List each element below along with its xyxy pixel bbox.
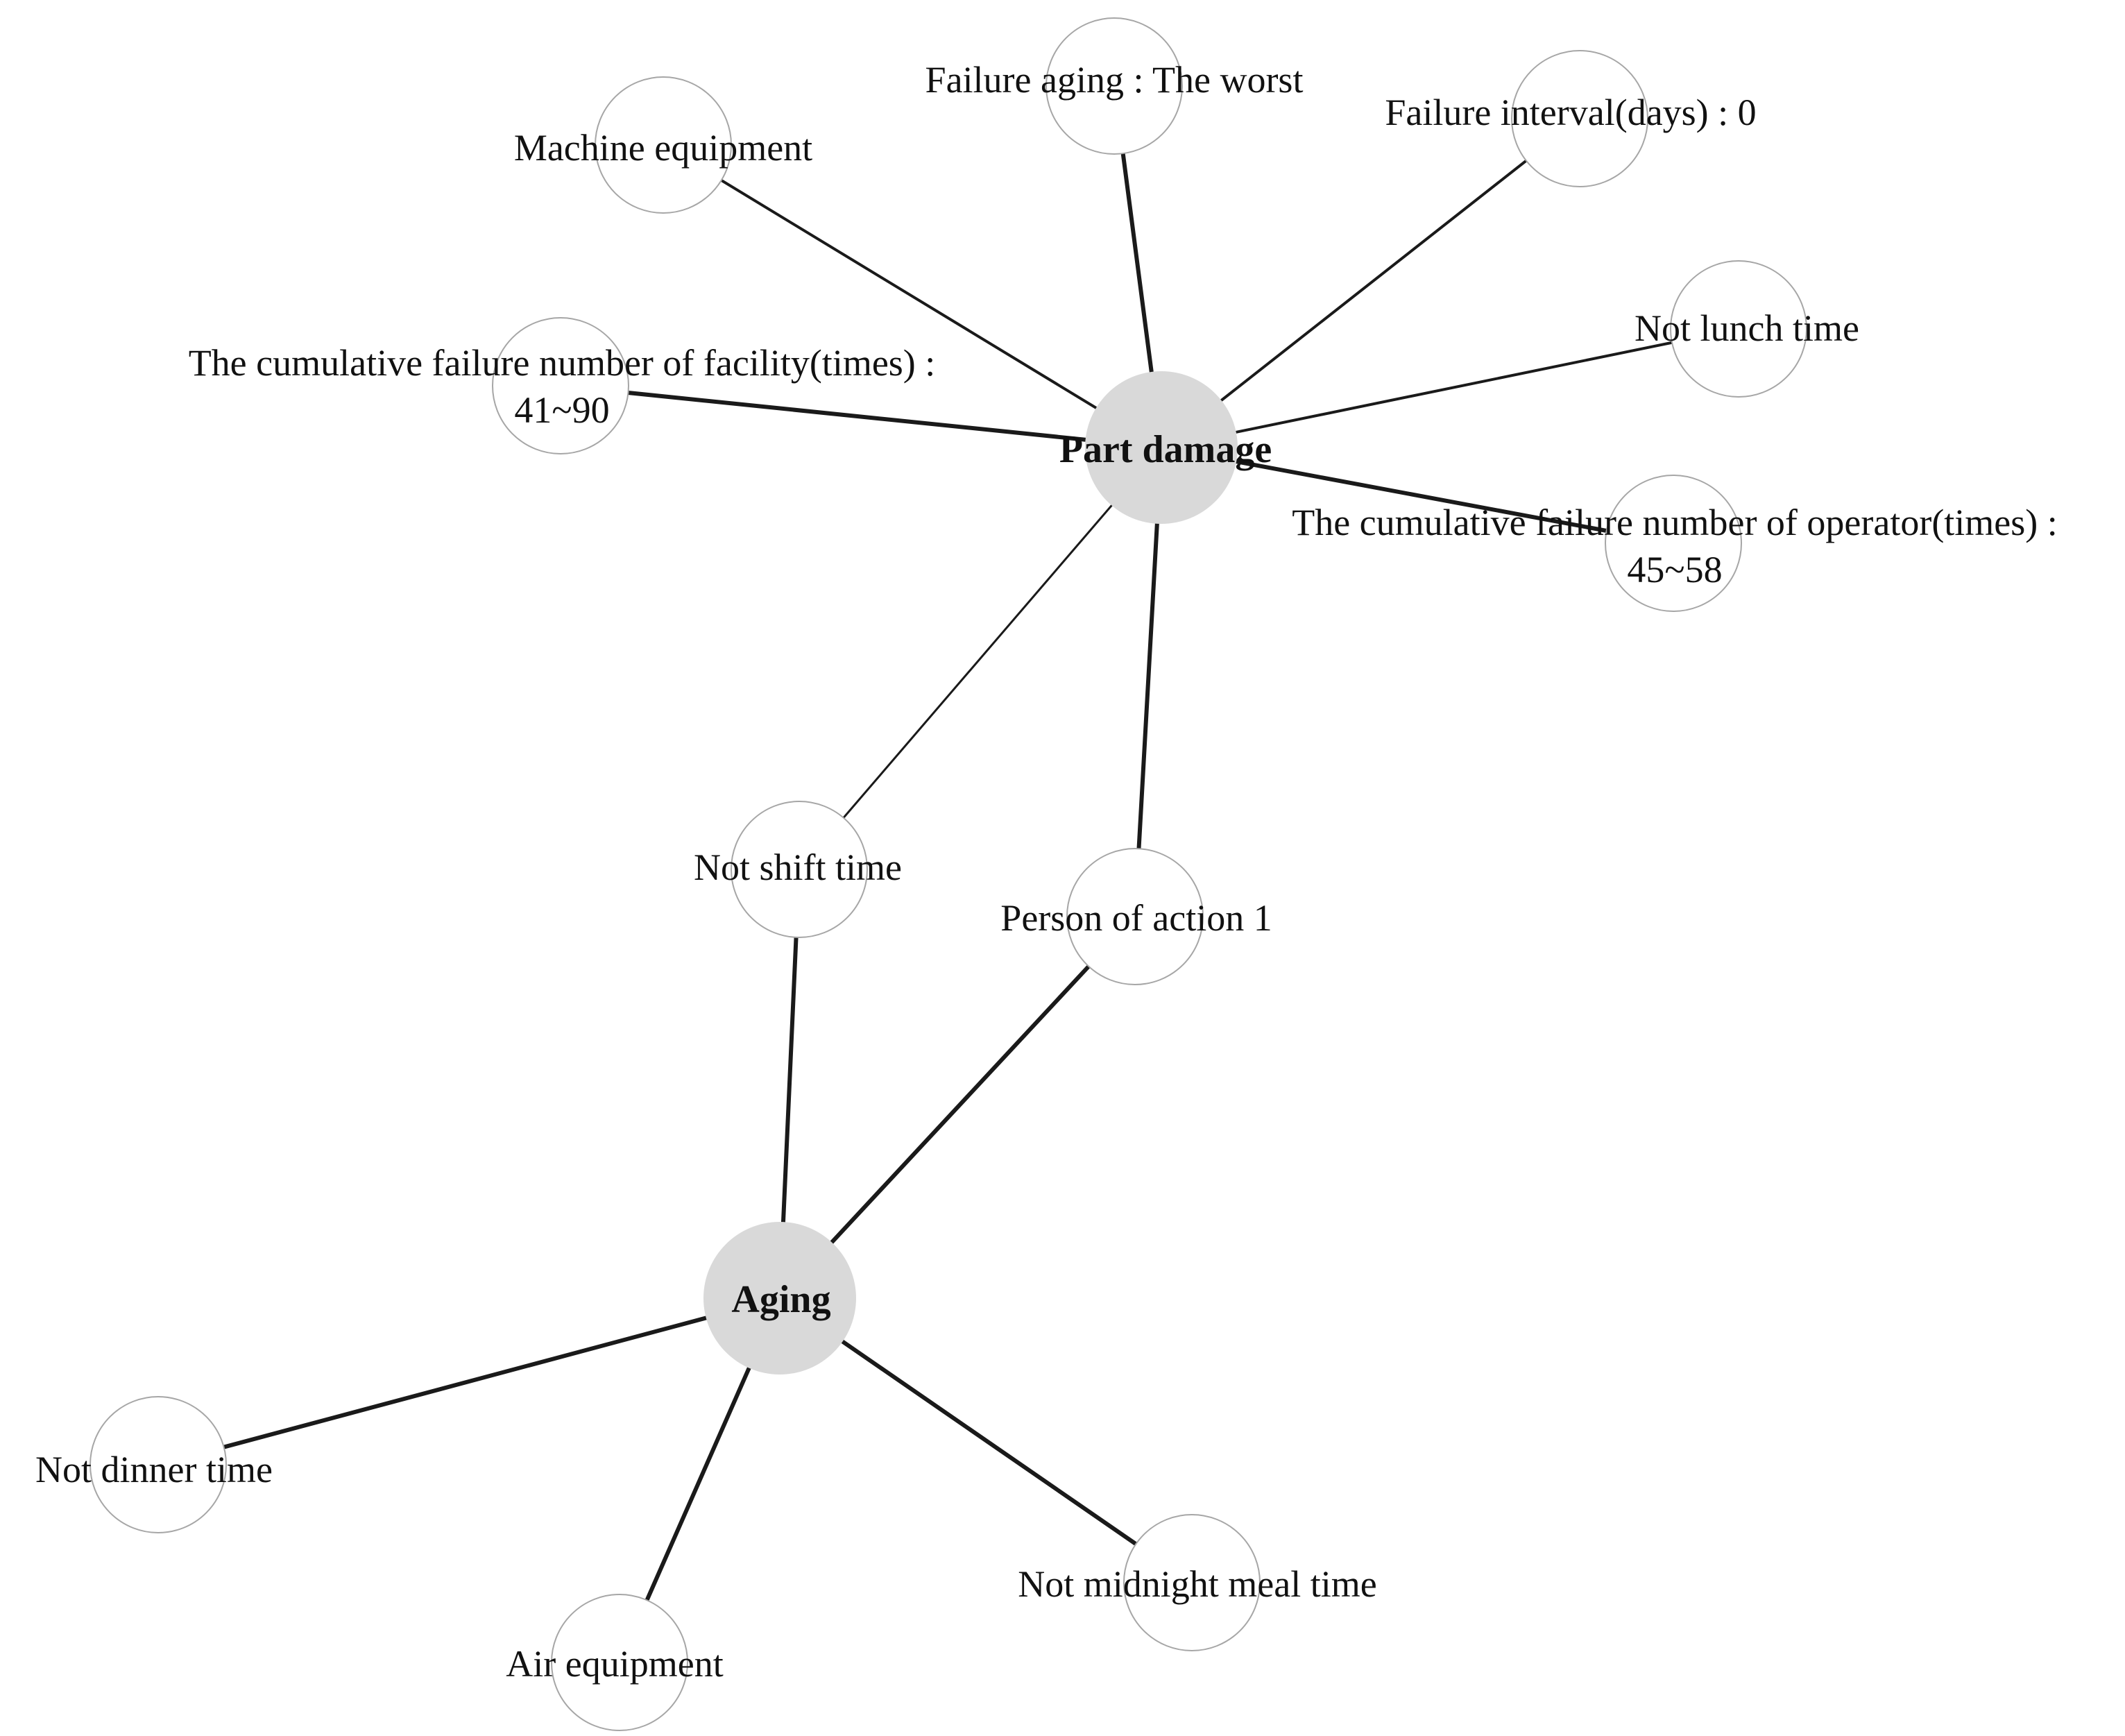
edge-aging-to-not-midnight-meal-time [778, 1296, 1194, 1585]
edge-part-damage-to-not-lunch-time [1160, 327, 1740, 449]
node-cumulative-operator[interactable] [1605, 475, 1742, 612]
hub-label-part-damage: Part damage [1059, 428, 1272, 471]
node-label-line: 41~90 [514, 389, 609, 431]
node-failure-aging[interactable] [1046, 17, 1183, 155]
hub-node-aging[interactable] [703, 1222, 856, 1375]
edge-part-damage-to-cumulative-facility [558, 384, 1163, 450]
node-failure-interval[interactable] [1511, 50, 1648, 187]
node-label-line: 45~58 [1627, 549, 1722, 590]
node-label-line: The cumulative failure number of facilit… [189, 342, 936, 384]
node-label-failure-aging: Failure aging : The worst [925, 59, 1304, 101]
node-label-line: Person of action 1 [1000, 897, 1272, 939]
node-label-machine-equipment: Machine equipment [514, 127, 812, 169]
node-label-line: Not dinner time [35, 1449, 273, 1490]
node-not-dinner-time[interactable] [89, 1396, 227, 1533]
node-label-line: Failure aging : The worst [925, 59, 1304, 101]
node-person-of-action[interactable] [1066, 848, 1204, 985]
hub-label-aging: Aging [731, 1278, 830, 1321]
node-label-not-midnight-meal-time: Not midnight meal time [1018, 1563, 1376, 1605]
node-label-line: Machine equipment [514, 127, 812, 169]
edges-layer [156, 84, 1740, 1665]
edge-part-damage-to-machine-equipment [662, 144, 1163, 449]
edge-aging-to-not-dinner-time [156, 1296, 782, 1467]
node-label-line: Air equipment [506, 1643, 723, 1685]
node-air-equipment[interactable] [551, 1594, 688, 1731]
node-label-line: Not midnight meal time [1018, 1563, 1376, 1605]
hub-node-part-damage[interactable] [1085, 371, 1238, 524]
node-label-not-dinner-time: Not dinner time [35, 1449, 273, 1490]
edge-part-damage-to-person-of-action [1133, 445, 1163, 919]
edge-part-damage-to-not-shift-time [798, 446, 1163, 871]
edge-part-damage-to-cumulative-operator [1159, 445, 1675, 545]
node-label-failure-interval: Failure interval(days) : 0 [1385, 92, 1756, 133]
node-cumulative-facility[interactable] [492, 317, 629, 454]
edge-part-damage-to-failure-interval [1160, 117, 1581, 449]
node-label-line: Not shift time [694, 846, 902, 888]
node-machine-equipment[interactable] [595, 76, 732, 214]
node-not-shift-time[interactable] [731, 801, 868, 938]
node-label-not-shift-time: Not shift time [694, 846, 902, 888]
node-label-line: Failure interval(days) : 0 [1385, 92, 1756, 133]
node-label-not-lunch-time: Not lunch time [1635, 307, 1859, 349]
node-label-line: Not lunch time [1635, 307, 1859, 349]
node-label-air-equipment: Air equipment [506, 1643, 723, 1685]
node-label-cumulative-facility: The cumulative failure number of facilit… [189, 342, 936, 431]
node-not-lunch-time[interactable] [1670, 260, 1807, 398]
node-not-midnight-meal-time[interactable] [1123, 1514, 1261, 1651]
node-label-cumulative-operator: The cumulative failure number of operato… [1292, 502, 2058, 590]
edge-aging-to-person-of-action [778, 914, 1137, 1300]
nodes-layer [89, 17, 1807, 1731]
node-label-person-of-action: Person of action 1 [1000, 897, 1272, 939]
node-label-line: The cumulative failure number of operato… [1292, 502, 2058, 543]
